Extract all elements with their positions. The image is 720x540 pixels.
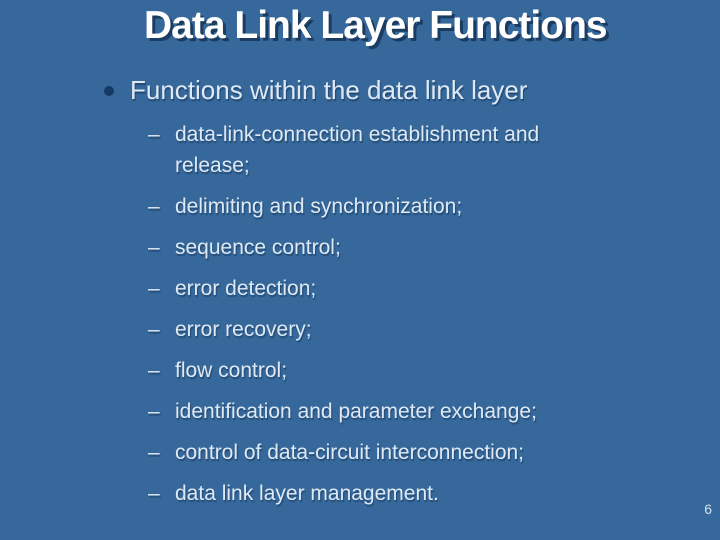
sub-bullet-text: error detection; [175, 273, 634, 304]
sub-bullet-line: release; [175, 154, 250, 177]
sub-bullet-item: – error recovery; [148, 314, 634, 345]
sub-bullet-line: flow control; [175, 359, 288, 382]
sub-bullet-text: delimiting and synchronization; [175, 191, 634, 222]
dash-marker: – [148, 123, 160, 146]
slide-title: Data Link Layer Functions [144, 4, 608, 47]
dash-marker: – [148, 359, 160, 382]
sub-bullet-text: data link layer management. [175, 478, 634, 509]
sub-bullet-item: – control of data-circuit interconnectio… [148, 437, 634, 468]
sub-bullet-line: error detection; [175, 277, 317, 300]
sub-bullet-line: data link layer management. [175, 482, 439, 505]
sub-bullet-text: data-link-connection establishment and r… [175, 119, 634, 181]
sub-bullet-item: – data-link-connection establishment and… [148, 119, 634, 181]
bullet-dot-marker [104, 86, 114, 96]
sub-bullet-text: error recovery; [175, 314, 634, 345]
top-level-bullet: Functions within the data link layer [104, 74, 527, 106]
page-number: 6 [704, 501, 712, 517]
sub-bullet-list: – data-link-connection establishment and… [148, 119, 634, 519]
dash-marker: – [148, 277, 160, 300]
sub-bullet-line: data-link-connection establishment and [175, 123, 540, 146]
sub-bullet-line: delimiting and synchronization; [175, 195, 463, 218]
sub-bullet-line: sequence control; [175, 236, 341, 259]
sub-bullet-item: – delimiting and synchronization; [148, 191, 634, 222]
sub-bullet-text: sequence control; [175, 232, 634, 263]
sub-bullet-item: – data link layer management. [148, 478, 634, 509]
dash-marker: – [148, 195, 160, 218]
top-level-bullet-text: Functions within the data link layer [130, 75, 528, 105]
sub-bullet-line: identification and parameter exchange; [175, 400, 537, 423]
sub-bullet-item: – sequence control; [148, 232, 634, 263]
dash-marker: – [148, 441, 160, 464]
sub-bullet-item: – error detection; [148, 273, 634, 304]
sub-bullet-text: control of data-circuit interconnection; [175, 437, 634, 468]
sub-bullet-line: error recovery; [175, 318, 312, 341]
sub-bullet-item: – flow control; [148, 355, 634, 386]
dash-marker: – [148, 482, 160, 505]
dash-marker: – [148, 400, 160, 423]
sub-bullet-item: – identification and parameter exchange; [148, 396, 634, 427]
dash-marker: – [148, 318, 160, 341]
sub-bullet-text: flow control; [175, 355, 634, 386]
sub-bullet-line: control of data-circuit interconnection; [175, 441, 525, 464]
sub-bullet-text: identification and parameter exchange; [175, 396, 634, 427]
dash-marker: – [148, 236, 160, 259]
